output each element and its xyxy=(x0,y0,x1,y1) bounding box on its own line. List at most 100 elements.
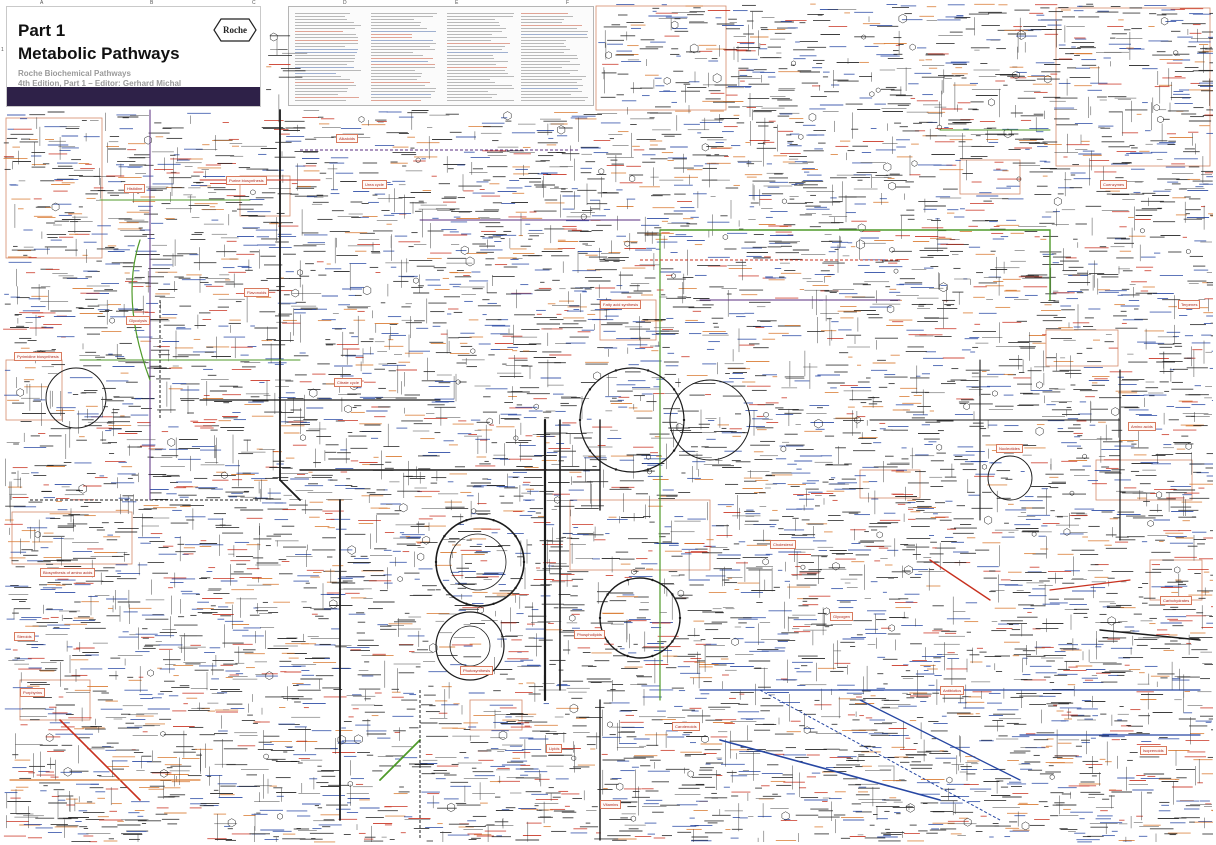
legend-text-line xyxy=(295,40,358,41)
legend-text-line xyxy=(521,82,577,83)
region-box xyxy=(469,699,523,731)
legend-text-line xyxy=(521,37,588,38)
legend-text-line xyxy=(371,34,412,35)
legend-text-line xyxy=(521,79,582,80)
legend-text-line xyxy=(521,52,564,53)
legend-text-line xyxy=(295,28,355,29)
legend-text-line xyxy=(521,22,562,23)
legend-text-line xyxy=(447,64,496,65)
legend-text-line xyxy=(295,25,361,26)
legend-text-line xyxy=(295,100,346,101)
legend-text-line xyxy=(447,82,495,83)
legend-text-line xyxy=(521,85,583,86)
legend-text-line xyxy=(447,79,490,80)
legend-text-line xyxy=(521,94,571,95)
legend-text-line xyxy=(371,58,433,59)
legend-text-line xyxy=(371,79,417,80)
legend-text-line xyxy=(521,58,578,59)
legend-text-line xyxy=(447,73,508,74)
legend-text-line xyxy=(371,46,430,47)
legend-text-line xyxy=(371,85,425,86)
legend-text-line xyxy=(371,91,435,92)
legend-text-line xyxy=(521,25,582,26)
grid-column-label: F xyxy=(566,0,570,6)
legend-text-line xyxy=(447,76,514,77)
region-box xyxy=(1055,7,1211,167)
region-box xyxy=(595,5,727,111)
legend-text-line xyxy=(371,55,423,56)
legend-key-box xyxy=(288,6,594,106)
legend-text-line xyxy=(521,16,573,17)
region-box xyxy=(959,159,1021,195)
legend-text-line xyxy=(447,40,491,41)
title-card: Part 1 Metabolic Pathways Roche Biochemi… xyxy=(6,6,261,107)
legend-text-line xyxy=(521,91,582,92)
legend-text-line xyxy=(521,73,570,74)
legend-text-line xyxy=(521,76,586,77)
legend-text-line xyxy=(521,19,564,20)
legend-text-line xyxy=(447,31,502,32)
legend-text-line xyxy=(295,55,355,56)
legend-text-line xyxy=(521,40,566,41)
region-box xyxy=(11,511,133,565)
poster-title: Metabolic Pathways xyxy=(18,44,180,63)
legend-text-line xyxy=(371,100,421,101)
legend-text-line xyxy=(447,94,497,95)
legend-text-line xyxy=(447,70,505,71)
legend-text-line xyxy=(447,88,514,89)
legend-text-line xyxy=(521,31,588,32)
legend-text-line xyxy=(295,82,354,83)
region-box xyxy=(1095,459,1193,501)
legend-text-line xyxy=(371,70,415,71)
legend-text-line xyxy=(371,49,435,50)
legend-text-line xyxy=(371,25,420,26)
legend-text-line xyxy=(295,97,359,98)
legend-text-line xyxy=(447,28,506,29)
region-box xyxy=(1045,329,1119,367)
legend-text-line xyxy=(295,70,361,71)
legend-text-line xyxy=(295,22,354,23)
legend-text-line xyxy=(371,43,436,44)
legend-text-line xyxy=(295,34,356,35)
legend-text-line xyxy=(371,13,437,14)
legend-column xyxy=(447,11,515,103)
legend-text-line xyxy=(371,16,433,17)
legend-text-line xyxy=(295,13,350,14)
legend-text-line xyxy=(371,76,421,77)
region-box xyxy=(5,359,63,421)
legend-text-line xyxy=(295,94,338,95)
legend-text-line xyxy=(521,34,587,35)
legend-text-line xyxy=(447,85,512,86)
legend-text-line xyxy=(371,94,431,95)
legend-text-line xyxy=(447,19,495,20)
legend-text-line xyxy=(295,79,350,80)
legend-text-line xyxy=(295,16,345,17)
legend-text-line xyxy=(295,73,336,74)
legend-text-line xyxy=(371,67,435,68)
legend-text-line xyxy=(447,22,499,23)
title-band xyxy=(7,87,260,106)
legend-text-line xyxy=(521,28,577,29)
legend-text-line xyxy=(447,100,514,101)
legend-text-line xyxy=(295,49,358,50)
legend-text-line xyxy=(371,82,430,83)
legend-text-line xyxy=(447,16,513,17)
grid-column-label: D xyxy=(343,0,347,6)
region-box xyxy=(859,469,921,499)
legend-text-line xyxy=(295,37,358,38)
legend-text-line xyxy=(295,46,345,47)
region-box xyxy=(19,679,91,721)
legend-column xyxy=(371,11,439,103)
legend-text-line xyxy=(521,46,566,47)
legend-text-line xyxy=(521,70,578,71)
legend-text-line xyxy=(447,91,488,92)
legend-text-line xyxy=(371,40,433,41)
publisher-line: Roche Biochemical Pathways xyxy=(18,69,131,78)
legend-text-line xyxy=(447,58,494,59)
legend-text-line xyxy=(295,67,354,68)
legend-text-line xyxy=(295,76,341,77)
legend-text-line xyxy=(371,61,428,62)
legend-text-line xyxy=(521,88,578,89)
legend-text-line xyxy=(521,61,570,62)
